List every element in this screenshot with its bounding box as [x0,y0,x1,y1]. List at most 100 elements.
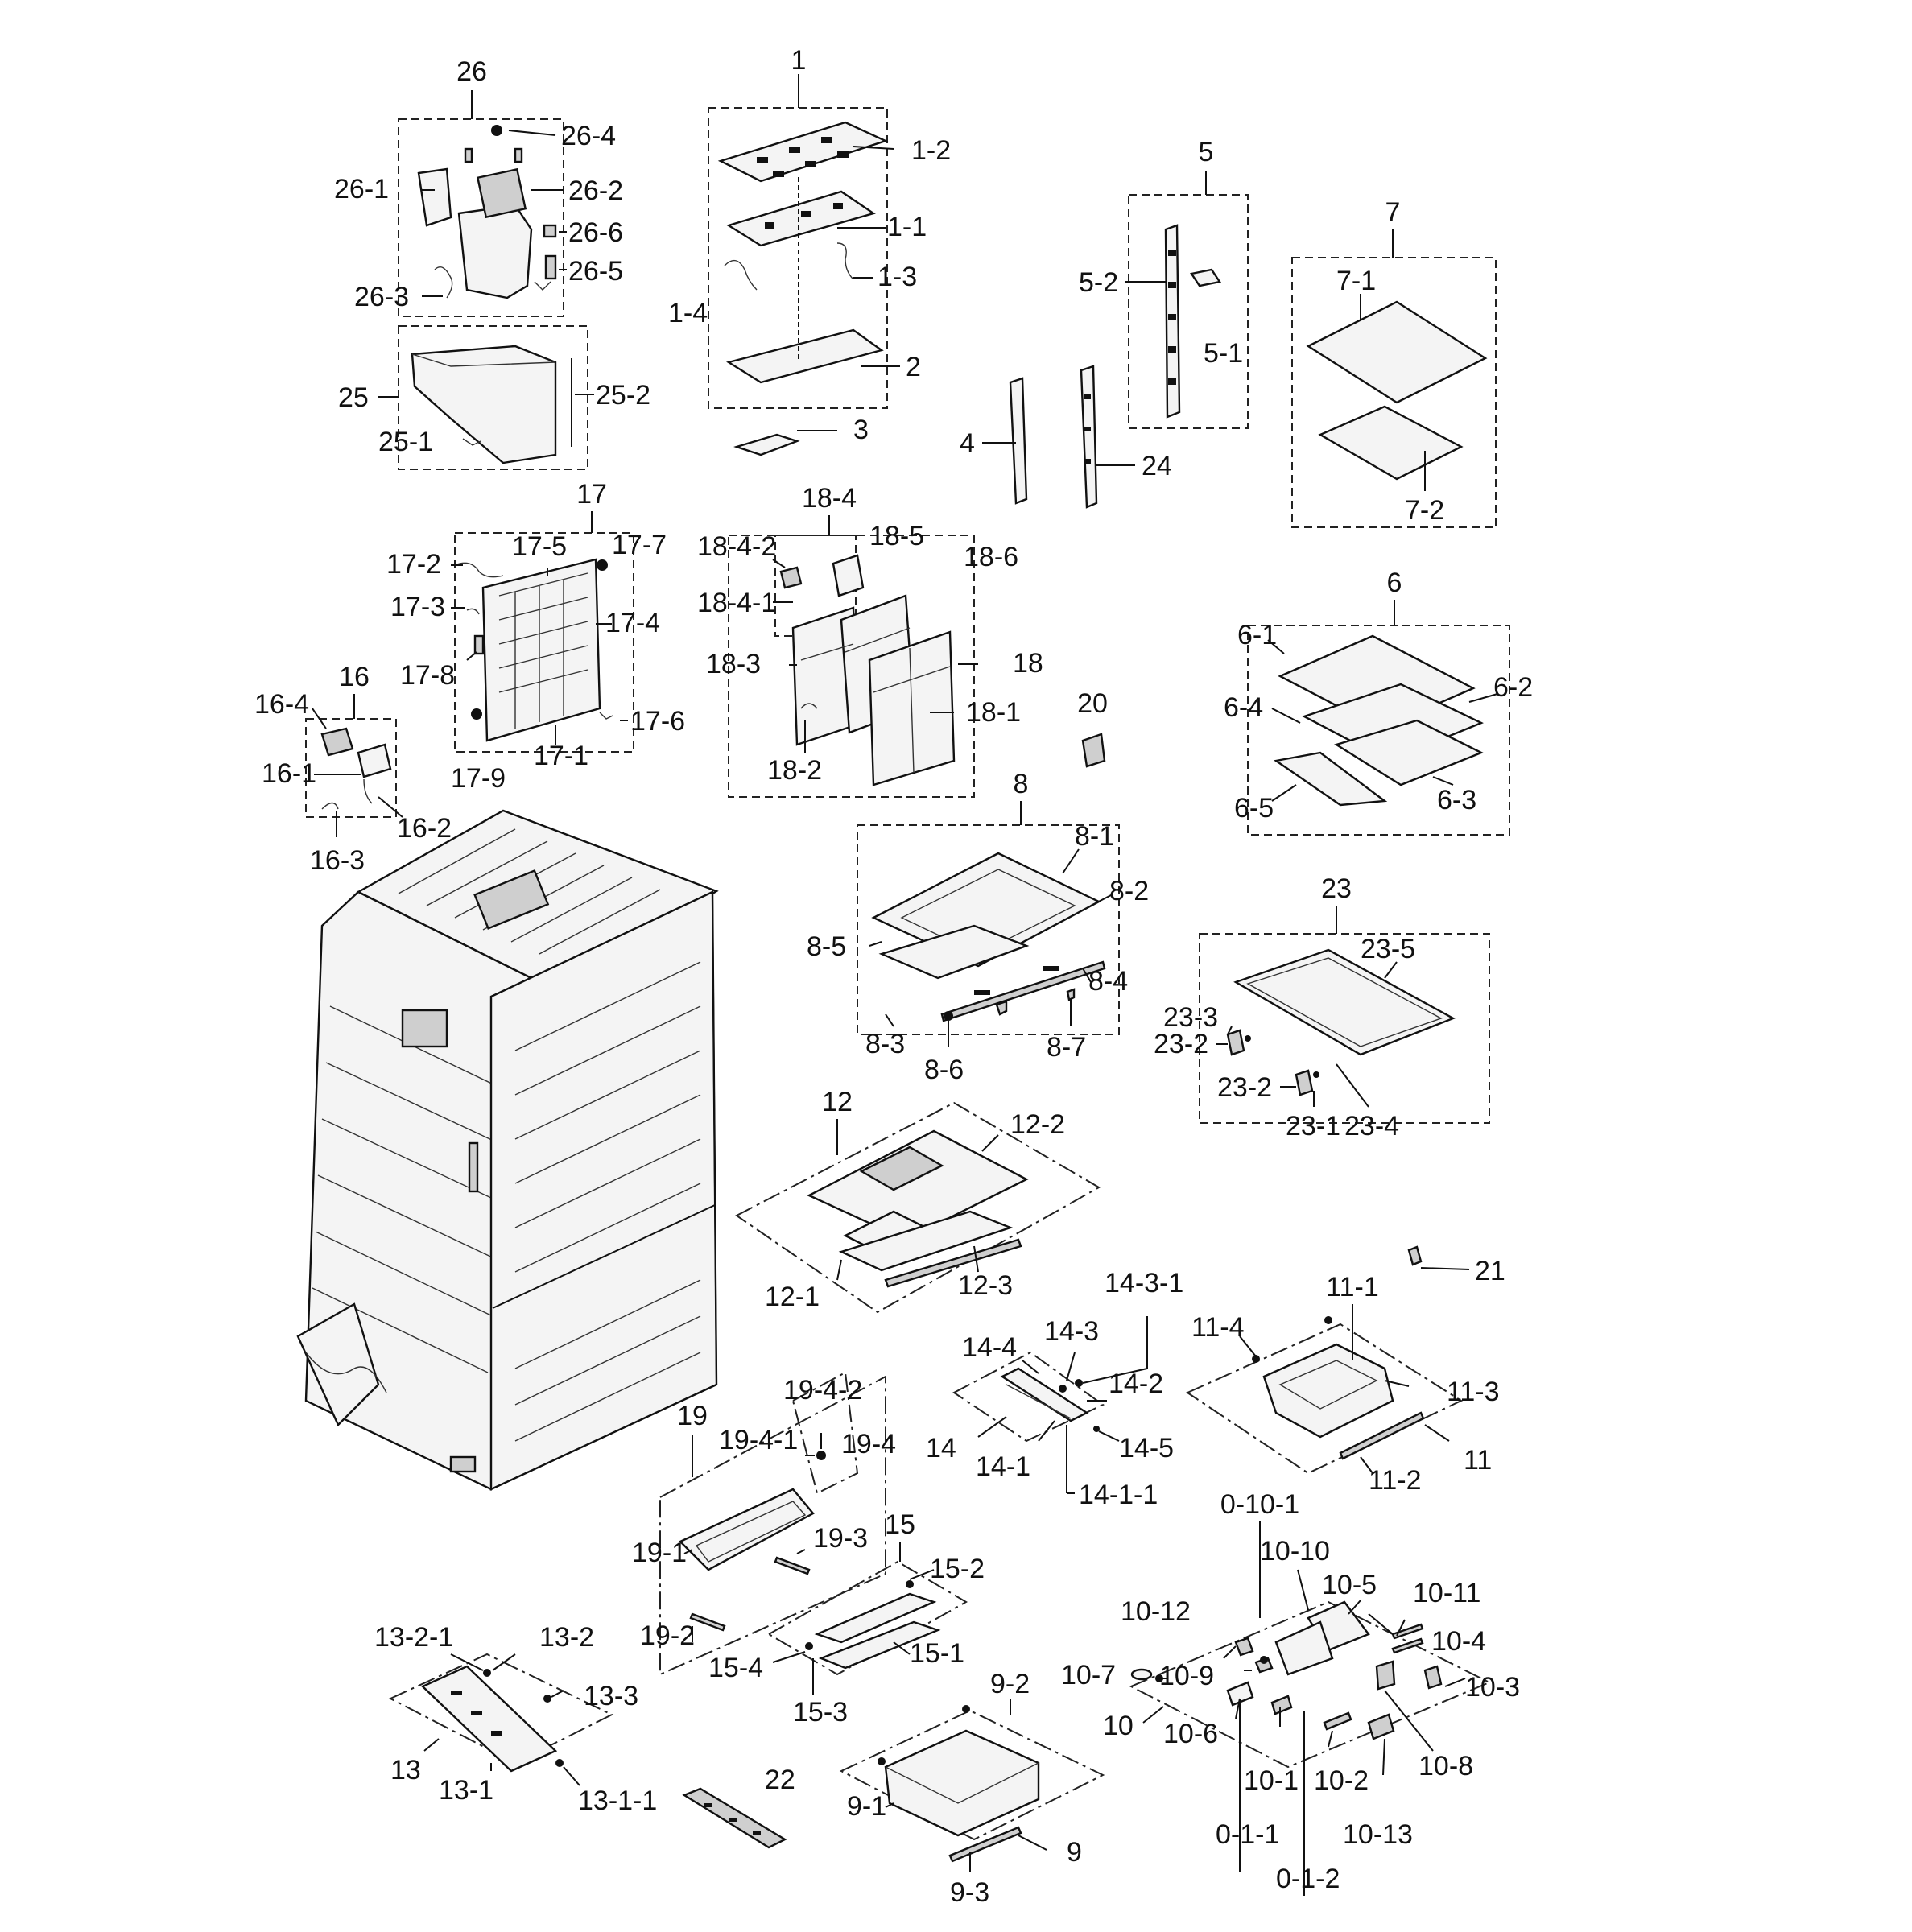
callout-10-9: 10-9 [1159,1661,1214,1691]
callout-19-4-1: 19-4-1 [719,1425,798,1455]
group-14-housing: 14-3-1 14-3 14-4 14-2 14 14-1 14-5 14-1-… [926,1268,1183,1510]
callout-17-3: 17-3 [390,592,445,622]
callout-2: 2 [906,352,921,382]
callout-15-3: 15-3 [793,1697,848,1728]
callout-18-3: 18-3 [706,649,761,679]
callout-17-2: 17-2 [386,549,441,580]
callout-19-2: 19-2 [640,1620,695,1651]
callout-8-5: 8-5 [807,931,846,962]
callout-1: 1 [791,45,807,76]
callout-13-2-1: 13-2-1 [374,1622,453,1653]
callout-7: 7 [1385,197,1401,228]
callout-14-2: 14-2 [1109,1368,1163,1399]
callout-4: 4 [960,428,975,459]
callout-0-10-1: 0-10-1 [1220,1489,1299,1520]
callout-16-2: 16-2 [397,813,452,844]
group-6-shelf: 6 6-1 6-2 6-4 6-3 6-5 [1224,568,1533,836]
callout-18-4-2: 18-4-2 [697,531,776,562]
callout-24: 24 [1142,451,1172,481]
callout-11: 11 [1464,1445,1492,1476]
callout-19: 19 [677,1401,708,1431]
callout-26-5: 26-5 [568,256,623,287]
part-22-handle: 22 [682,1765,795,1849]
group-16-fan-motor: 16 16-4 16-1 16-2 16-3 [254,662,452,876]
callout-8-4: 8-4 [1088,966,1128,997]
group-25-ice-bucket: 25 25-2 25-1 [338,325,650,470]
callout-17-7: 17-7 [612,530,667,560]
callout-6: 6 [1387,568,1402,598]
callout-23-5: 23-5 [1361,934,1415,964]
callout-26-6: 26-6 [568,217,623,248]
callout-9-2: 9-2 [990,1669,1030,1699]
callout-9-3: 9-3 [950,1877,989,1908]
callout-17-8: 17-8 [400,660,455,691]
callout-5: 5 [1199,137,1214,167]
callout-14-4: 14-4 [962,1332,1017,1363]
group-5-rail: 5 5-2 5-1 [1079,137,1249,429]
group-18-duct: 18-4 18-4-2 18-5 18-6 18-4-1 18-3 18 18-… [697,483,1043,798]
callout-26-1: 26-1 [334,174,389,204]
callout-10-13: 10-13 [1343,1819,1413,1850]
callout-8-3: 8-3 [865,1029,905,1059]
callout-14-3-1: 14-3-1 [1105,1268,1183,1298]
callout-18-1: 18-1 [966,697,1021,728]
callout-8-7: 8-7 [1047,1032,1086,1063]
group-11-drawer: 11-1 11-4 11-3 11 11-2 [1185,1272,1500,1496]
callout-9: 9 [1067,1837,1082,1868]
callout-16-1: 16-1 [262,758,316,789]
callout-0-1-1: 0-1-1 [1216,1819,1279,1850]
callout-10-4: 10-4 [1431,1626,1486,1657]
callout-1-3: 1-3 [878,262,917,292]
callout-12-1: 12-1 [765,1282,820,1312]
callout-18-4: 18-4 [802,483,857,514]
callout-17-5: 17-5 [512,531,567,562]
callout-25: 25 [338,382,369,413]
callout-8-2: 8-2 [1109,876,1149,906]
callout-26-3: 26-3 [354,282,409,312]
group-26-ice-maker: 26 26-4 26-1 26-2 26-6 26-5 26-3 [334,56,623,317]
callout-18-6: 18-6 [964,542,1018,572]
callout-10-12: 10-12 [1121,1596,1191,1627]
callout-11-3: 11-3 [1447,1377,1500,1407]
callout-8-1: 8-1 [1075,821,1114,852]
group-23-shelf: 23 23-5 23-3 23-2 23-2 23-1 23-4 [1154,873,1490,1141]
group-15-cover: 15 15-2 15-1 15-4 15-3 [708,1509,985,1728]
callout-8-6: 8-6 [924,1055,964,1085]
callout-6-1: 6-1 [1237,620,1277,650]
callout-23-3: 23-3 [1163,1002,1218,1033]
callout-14-1-1: 14-1-1 [1079,1480,1158,1510]
callout-25-1: 25-1 [378,427,433,457]
group-7-shelf: 7 7-1 7-2 [1291,197,1497,528]
callout-12-3: 12-3 [958,1270,1013,1301]
callout-23-2a: 23-2 [1154,1029,1208,1059]
callout-7-1: 7-1 [1336,266,1376,296]
callout-15-2: 15-2 [930,1554,985,1584]
part-20: 20 [1077,688,1108,768]
callout-1-1: 1-1 [887,212,927,242]
callout-23-1: 23-1 [1286,1111,1340,1141]
callout-9-1: 9-1 [847,1791,886,1822]
callout-11-4: 11-4 [1191,1312,1245,1343]
callout-18: 18 [1013,648,1043,679]
callout-10-10: 10-10 [1260,1536,1330,1567]
refrigerator-cabinet [296,809,719,1491]
callout-17-9: 17-9 [451,763,506,794]
callout-17-4: 17-4 [605,608,660,638]
callout-23-4: 23-4 [1344,1111,1399,1141]
group-10-dispenser: 0-10-1 10-10 10-5 10-11 10-12 10-4 10-7 … [1061,1489,1520,1896]
callout-11-2: 11-2 [1369,1465,1422,1496]
group-12-cover: 12 12-2 12-1 12-3 [735,1087,1101,1314]
part-21: 21 [1407,1245,1505,1286]
callout-10-7: 10-7 [1061,1660,1116,1690]
callout-10-8: 10-8 [1419,1751,1473,1781]
callout-17: 17 [576,479,607,510]
callout-16-3: 16-3 [310,845,365,876]
callout-13: 13 [390,1755,421,1785]
callout-10-1: 10-1 [1244,1765,1299,1796]
callout-14-3: 14-3 [1044,1316,1099,1347]
callout-11-1: 11-1 [1326,1272,1379,1302]
callout-3: 3 [853,415,869,445]
callout-7-2: 7-2 [1405,495,1444,526]
callout-13-3: 13-3 [584,1681,638,1711]
callout-1-4: 1-4 [668,298,708,328]
